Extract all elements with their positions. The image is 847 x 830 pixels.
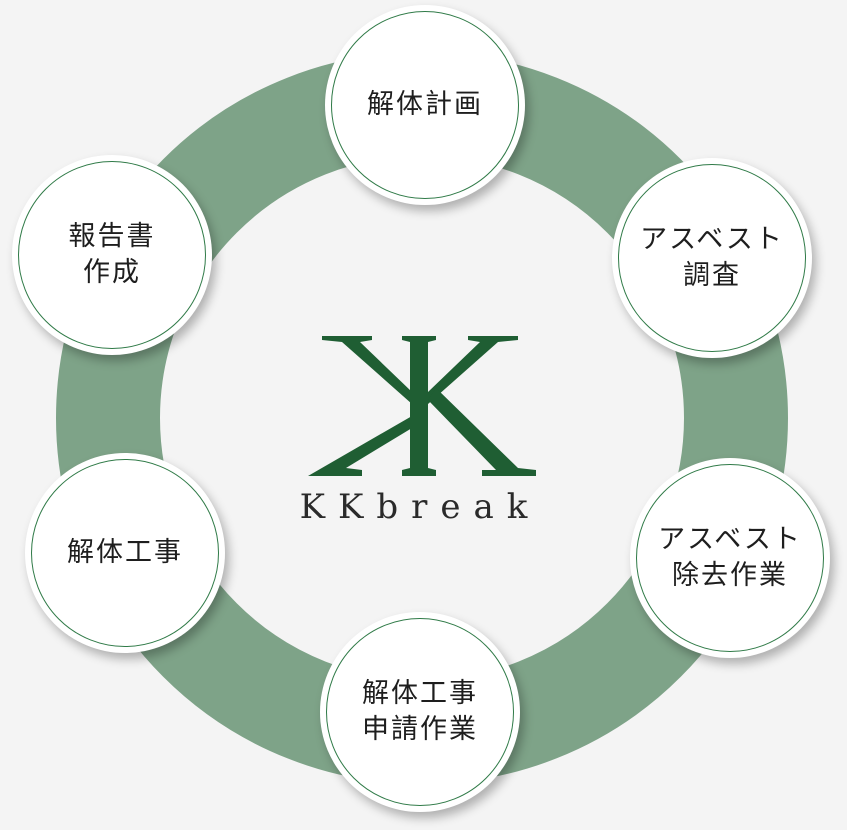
step-6-label: 報告書 作成 <box>69 219 156 291</box>
step-6-node: 報告書 作成 <box>12 155 212 355</box>
step-5-label: 解体工事 <box>67 535 183 571</box>
step-2-line-1: アスベスト <box>640 224 784 255</box>
step-3-node: アスベスト 除去作業 <box>630 458 830 658</box>
step-5-node: 解体工事 <box>25 453 225 653</box>
step-3-line-2: 除去作業 <box>672 560 788 591</box>
step-1-node: 解体計画 <box>325 5 525 205</box>
step-3-line-1: アスベスト <box>658 524 802 555</box>
logo-wordmark: KKbreak <box>299 487 541 527</box>
step-6-line-2: 作成 <box>83 257 141 288</box>
step-4-line-2: 申請作業 <box>362 714 478 745</box>
step-5-line-1: 解体工事 <box>67 537 183 568</box>
step-2-node: アスベスト 調査 <box>612 158 812 358</box>
step-4-line-1: 解体工事 <box>362 678 478 709</box>
step-2-label: アスベスト 調査 <box>640 222 784 294</box>
step-6-line-1: 報告書 <box>68 221 156 252</box>
step-1-line-1: 解体計画 <box>367 89 483 120</box>
step-4-label: 解体工事 申請作業 <box>362 676 478 748</box>
step-2-line-2: 調査 <box>683 260 741 291</box>
step-1-label: 解体計画 <box>367 87 483 123</box>
kk-monogram-logo-icon <box>308 336 536 476</box>
step-4-node: 解体工事 申請作業 <box>320 612 520 812</box>
step-3-label: アスベスト 除去作業 <box>658 522 802 594</box>
